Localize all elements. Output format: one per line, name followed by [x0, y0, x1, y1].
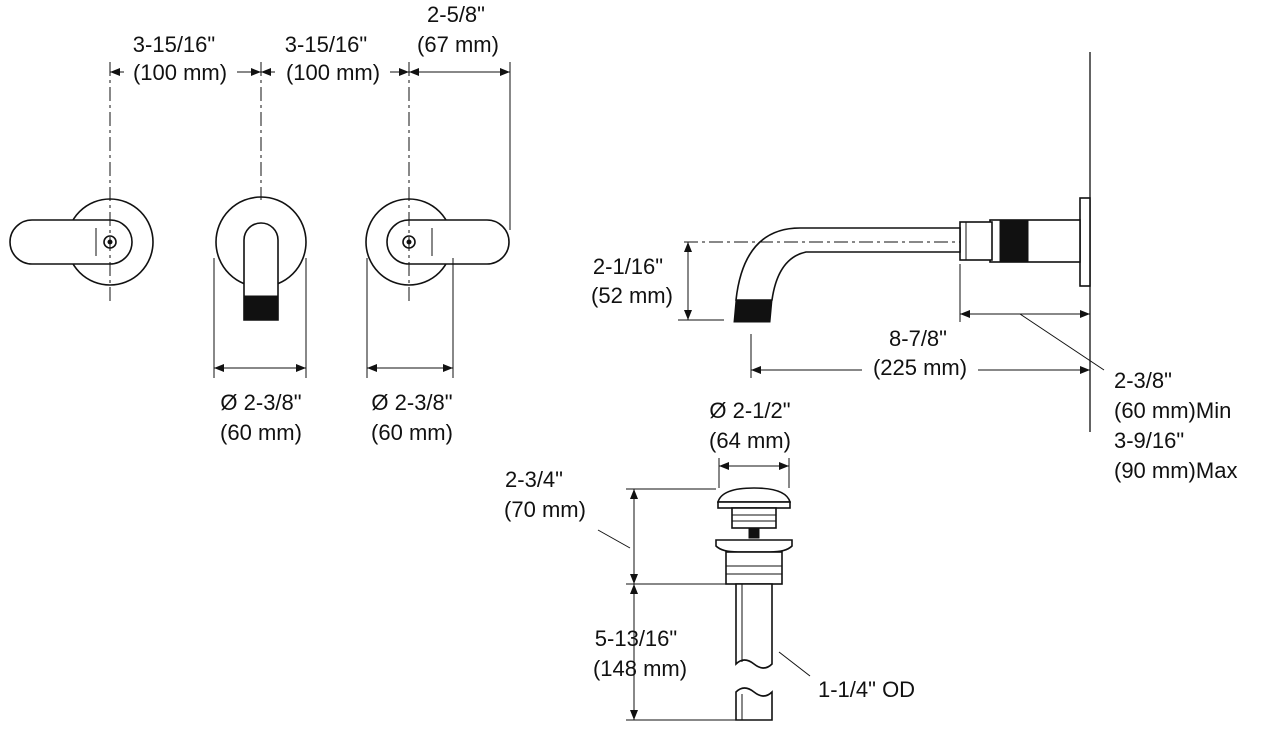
- drain-tailpiece-lower: [735, 687, 773, 721]
- wall-min-inches: 2-3/8": [1114, 368, 1172, 393]
- spout-height-inches: 2-1/16": [593, 254, 663, 279]
- drain-tailpiece-upper: [735, 583, 773, 669]
- spout-escutcheon-diameter-inches: Ø 2-3/8": [220, 390, 301, 415]
- spout-escutcheon-diameter-mm: (60 mm): [220, 420, 302, 445]
- wall-max-mm: (90 mm)Max: [1114, 458, 1237, 483]
- drain-flange: [715, 539, 793, 553]
- wall-max-inches: 3-9/16": [1114, 428, 1184, 453]
- spacing-right-mm: (100 mm): [286, 60, 380, 85]
- drain-cap: [716, 487, 792, 503]
- spacing-right-inches: 3-15/16": [285, 32, 367, 57]
- left-handle-front-view: [9, 198, 154, 286]
- drain-assembly: [715, 487, 793, 721]
- spout-side-view: [733, 52, 1091, 432]
- drain-cap-diameter-mm: (64 mm): [709, 428, 791, 453]
- spout-height-mm: (52 mm): [591, 283, 673, 308]
- spout-front-view: [215, 196, 307, 321]
- wall-min-mm: (60 mm)Min: [1114, 398, 1231, 423]
- spout-reach-inches: 8-7/8": [889, 326, 947, 351]
- spout-reach-mm: (225 mm): [873, 355, 967, 380]
- tailpiece-outer-diameter: 1-1/4" OD: [818, 677, 915, 702]
- handle-escutcheon-diameter-mm: (60 mm): [371, 420, 453, 445]
- drain-top-height-inches: 2-3/4": [505, 467, 563, 492]
- spout-knurl-band: [999, 219, 1029, 263]
- handle-reach-mm: (67 mm): [417, 32, 499, 57]
- drain-top-height-mm: (70 mm): [504, 497, 586, 522]
- right-handle-front-view: [365, 198, 510, 286]
- handle-reach-inches: 2-5/8": [427, 2, 485, 27]
- drain-tail-length-mm: (148 mm): [593, 656, 687, 681]
- knurled-aerator: [243, 295, 279, 321]
- handle-escutcheon-diameter-inches: Ø 2-3/8": [371, 390, 452, 415]
- drain-tail-length-inches: 5-13/16": [595, 626, 677, 651]
- spacing-left-inches: 3-15/16": [133, 32, 215, 57]
- spout-aerator: [733, 299, 773, 323]
- drain-cap-diameter-inches: Ø 2-1/2": [709, 398, 790, 423]
- spacing-left-mm: (100 mm): [133, 60, 227, 85]
